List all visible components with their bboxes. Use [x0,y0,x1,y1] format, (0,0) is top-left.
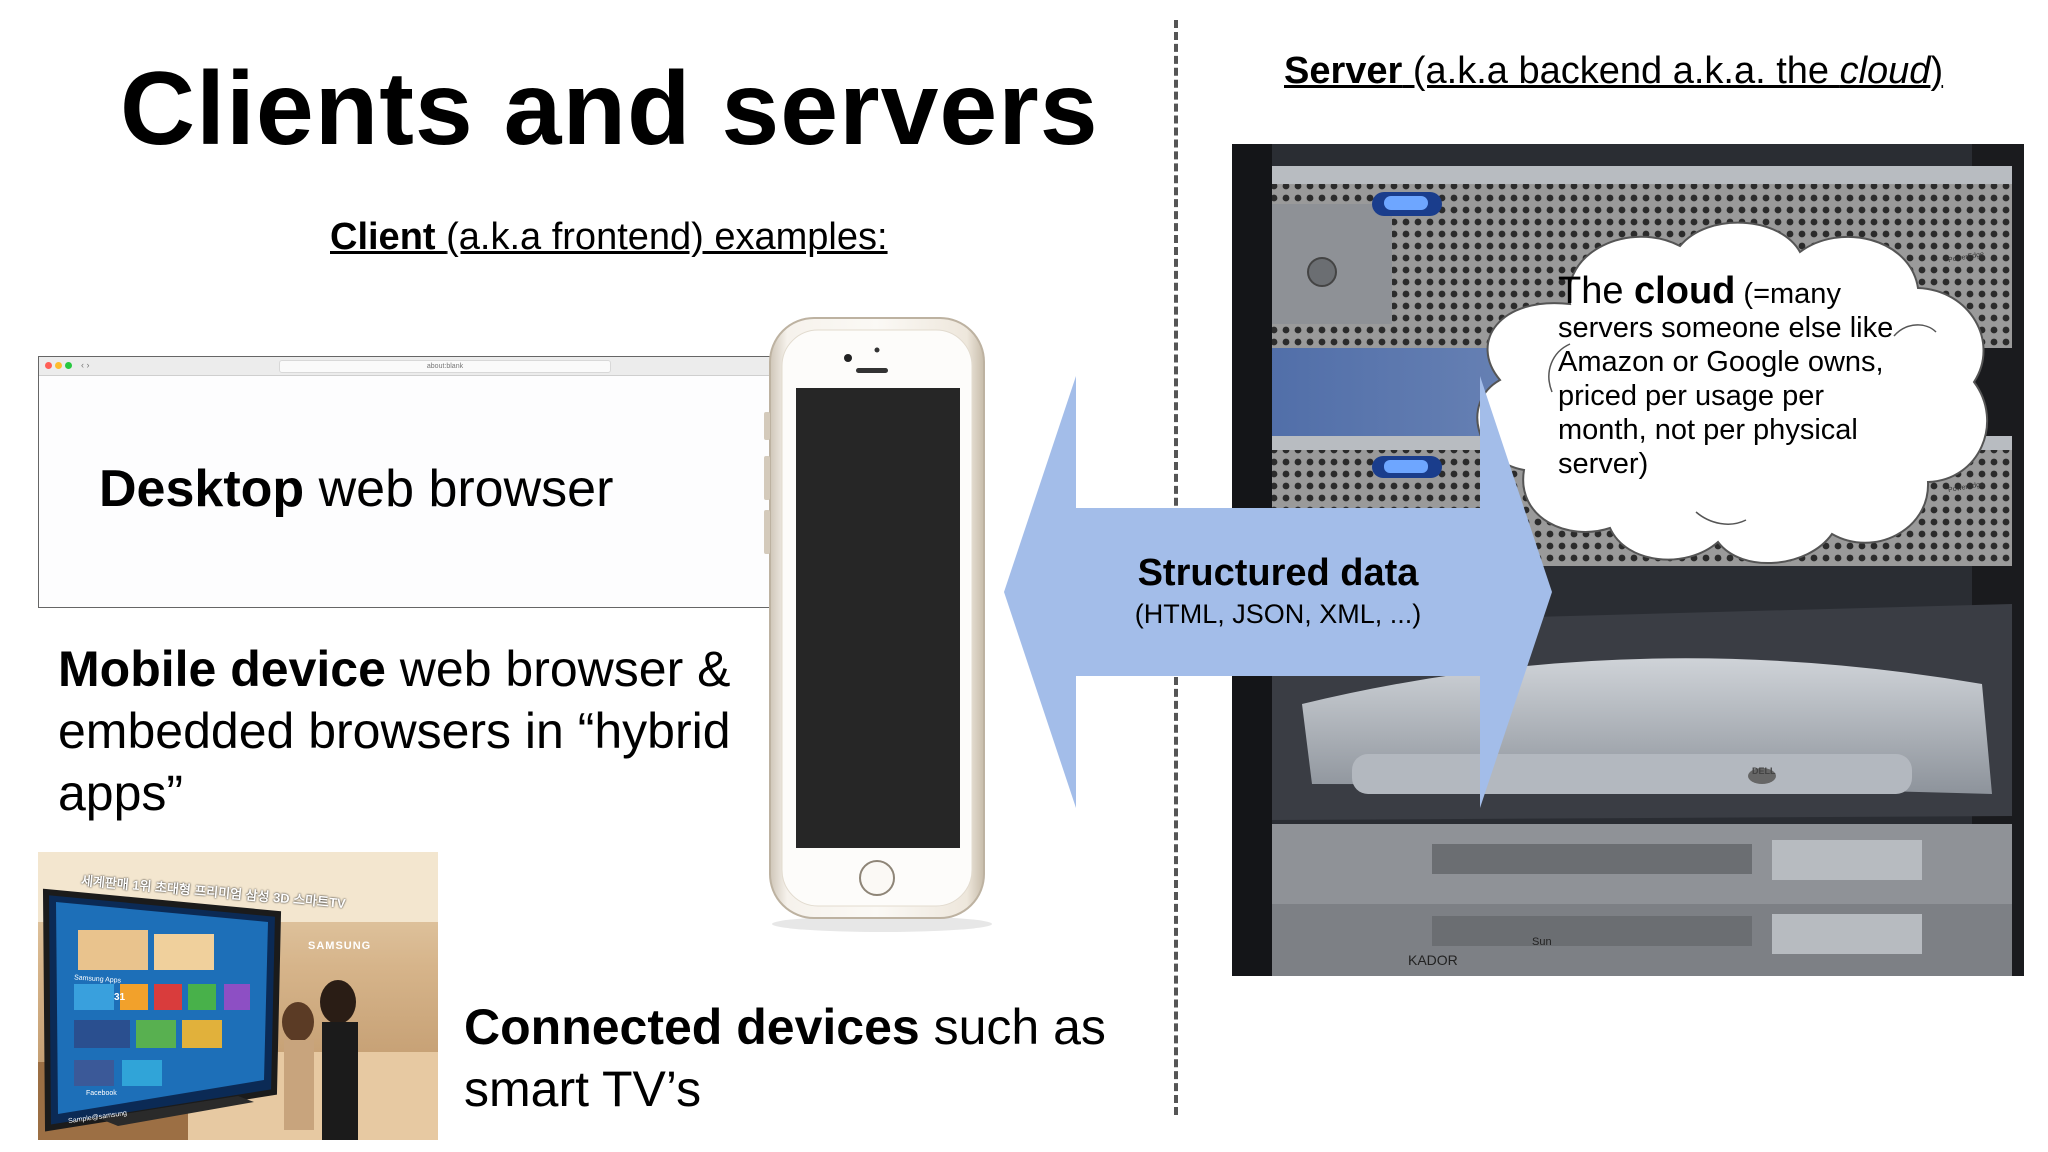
phone-screen [796,388,960,848]
cloud-bold: cloud [1634,270,1736,312]
server-plate-2: Sun [1532,936,1552,948]
arrow-label: Structured data (HTML, JSON, XML, ...) [1100,552,1456,630]
phone-speaker [856,368,888,373]
bidirectional-arrow [1004,376,1552,808]
connected-label-bold: Connected devices [464,999,920,1055]
client-heading-bold: Client [330,216,447,258]
home-button-icon [859,860,895,896]
server-brand: DELL [1752,766,1776,776]
server-heading-bold: Server [1284,50,1403,92]
tv-brand-text: SAMSUNG [308,940,372,952]
desktop-label-bold: Desktop [99,460,305,518]
server-heading-rest: (a.k.a backend a.k.a. the [1402,50,1840,92]
desktop-browser-window: ‹ › about:blank Desktop web browser [38,356,774,608]
arrow-subtitle: (HTML, JSON, XML, ...) [1134,599,1422,629]
maximize-dot-icon [65,362,72,369]
browser-toolbar: ‹ › about:blank [39,357,773,376]
desktop-browser-label: Desktop web browser [99,459,613,519]
close-dot-icon [45,362,52,369]
phone-camera-icon [844,354,852,362]
server-heading-end: ) [1930,50,1944,92]
smartphone-illustration [764,317,992,932]
page-title: Clients and servers [120,51,1099,167]
back-forward-icon: ‹ › [81,360,90,370]
server-plate-1: KADOR [1408,952,1458,968]
tv-tile-calendar: 31 [114,992,126,1003]
mobile-label-bold: Mobile device [58,641,386,697]
browser-address-bar: about:blank [279,360,611,373]
mobile-device-label: Mobile device web browser & embedded bro… [58,638,798,824]
connected-devices-label: Connected devices such as smart TV’s [464,996,1184,1120]
tv-tile-facebook: Facebook [86,1090,117,1097]
server-heading: Server (a.k.a backend a.k.a. the cloud) [1284,50,1943,93]
cloud-rest: (=many servers someone else like Amazon … [1558,278,1894,480]
connected-label-rest: such as smart TV’s [464,999,1106,1117]
minimize-dot-icon [55,362,62,369]
cloud-description: The cloud (=many servers someone else li… [1558,272,1898,481]
client-heading-rest: (a.k.a frontend) examples: [446,216,888,258]
client-heading: Client (a.k.a frontend) examples: [330,216,888,259]
desktop-label-rest: web browser [304,460,614,518]
cloud-lead: The [1558,270,1635,312]
mobile-label-rest: web browser & embedded browsers in “hybr… [58,641,731,821]
server-heading-italic: cloud [1839,50,1931,92]
arrow-title: Structured data [1137,552,1419,594]
smart-tv-photo: 세계판매 1위 초대형 프리미엄 삼성 3D 스마트TV SAMSUNG Sam… [38,852,438,1140]
